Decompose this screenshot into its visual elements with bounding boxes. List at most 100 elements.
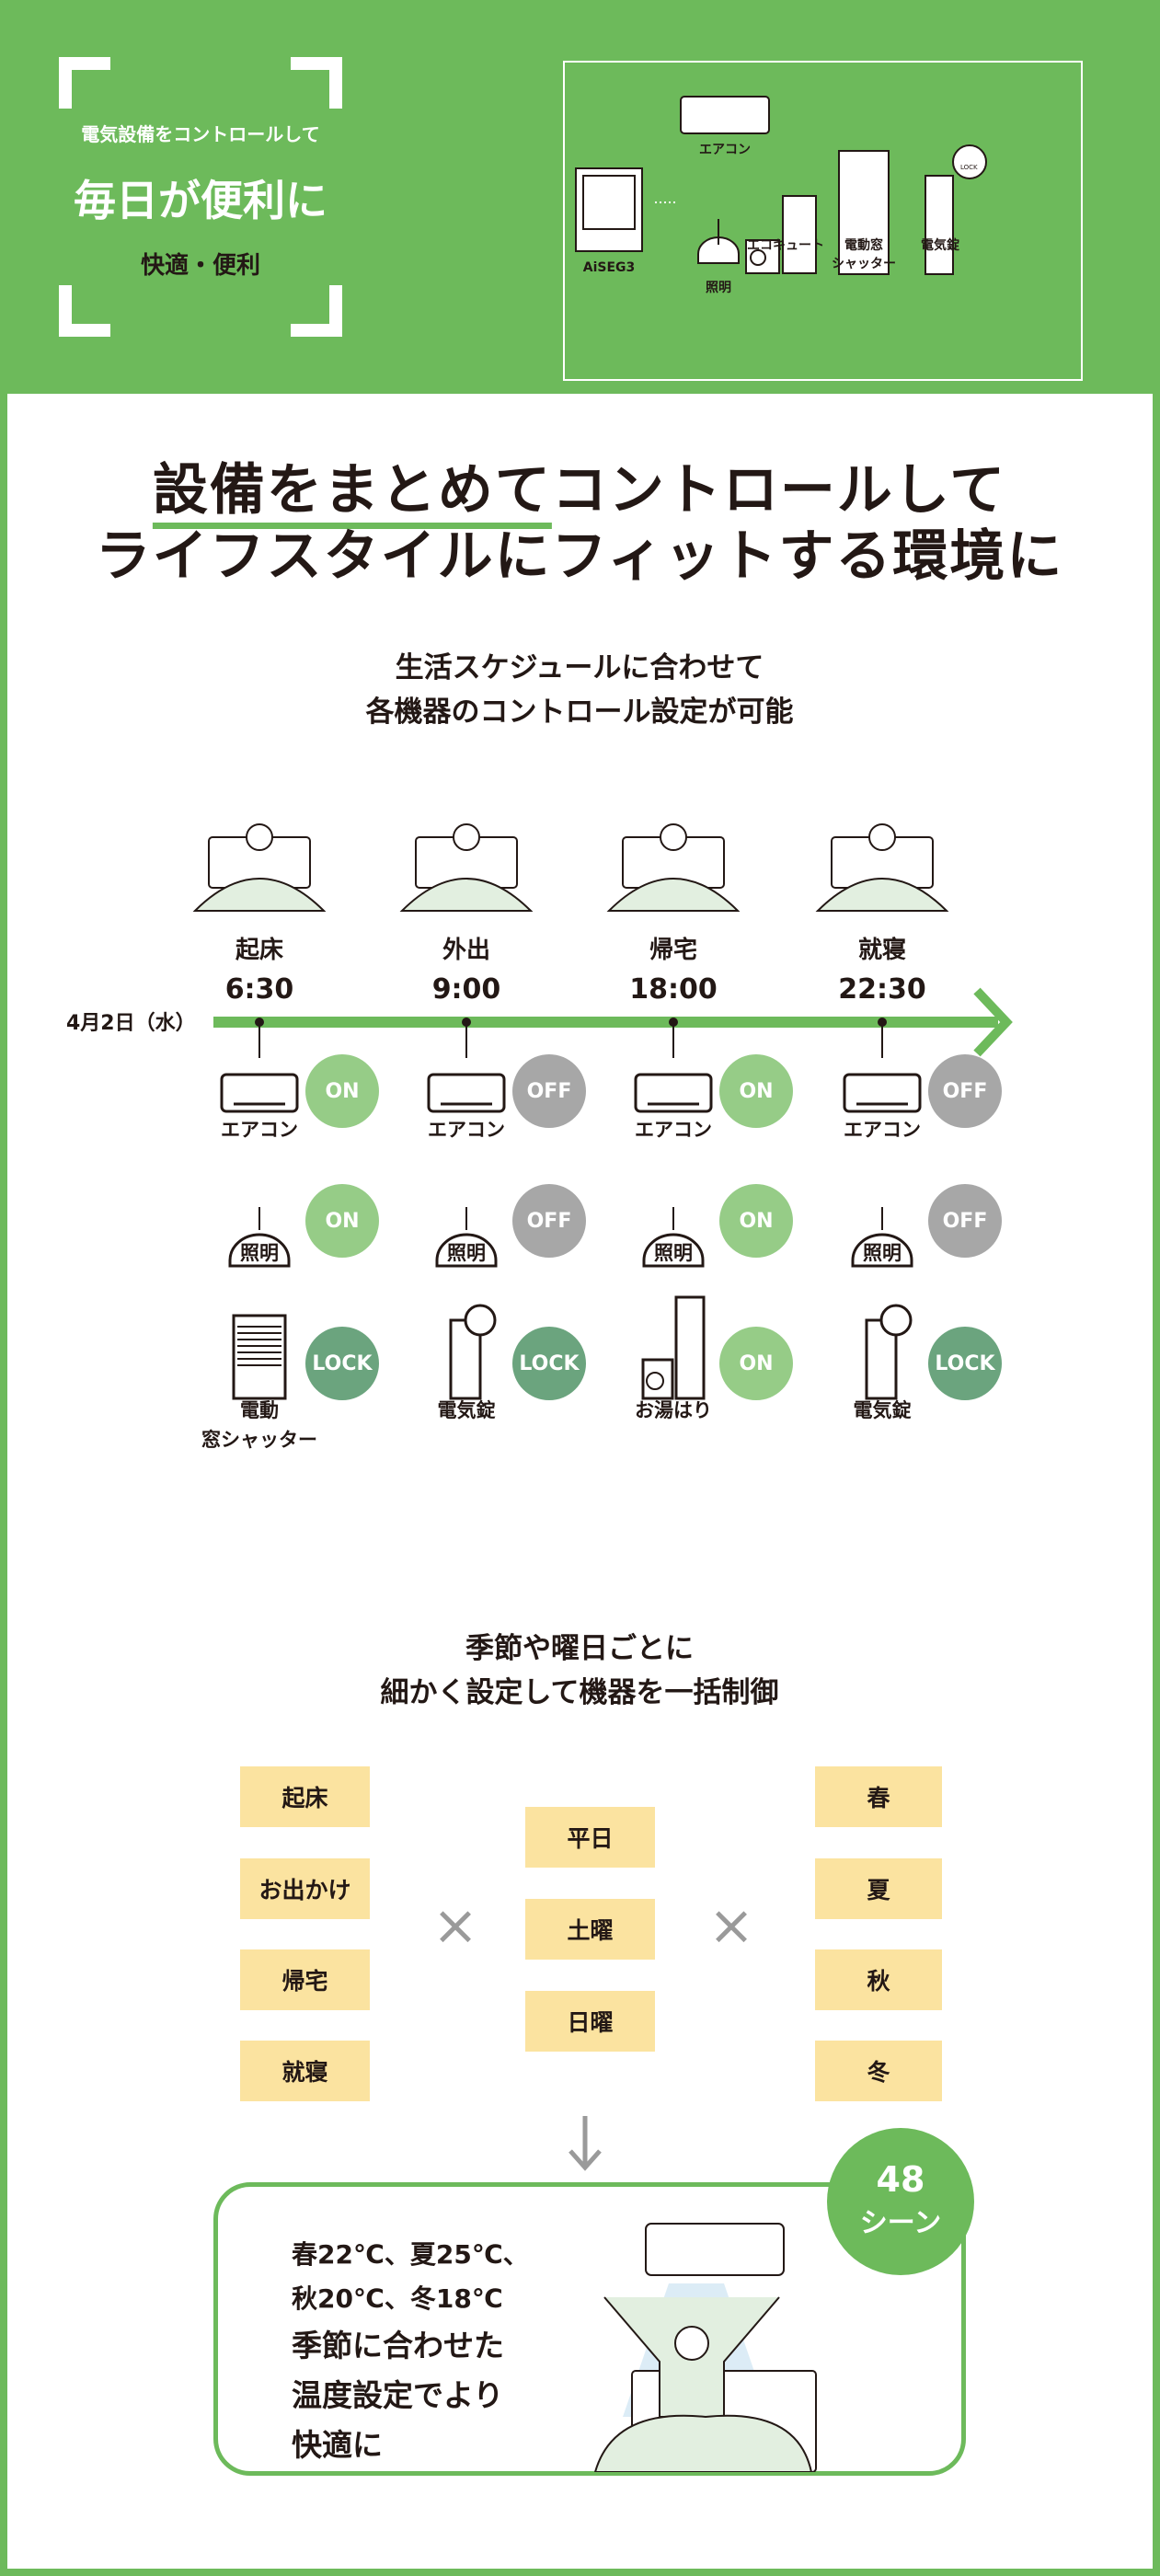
event-label: 起床 xyxy=(235,937,284,964)
state-badge-on: ON xyxy=(305,1184,379,1258)
aircon-person-illustration xyxy=(593,2223,817,2472)
lock-badge-text: LOCK xyxy=(960,164,978,171)
state-badge-on: ON xyxy=(719,1184,793,1258)
times-symbol: × xyxy=(707,1893,755,1958)
event-label: 就寝 xyxy=(857,937,907,964)
lock-icon xyxy=(464,1304,497,1337)
shutter-icon xyxy=(838,150,890,275)
subtitle-line2: 各機器のコントロール設定が可能 xyxy=(365,696,794,729)
device-label: エアコン xyxy=(428,1116,505,1145)
season-option: 夏 xyxy=(815,1858,942,1919)
device-name: 照明 xyxy=(447,1242,486,1264)
device-label-aiseg: AiSEG3 xyxy=(582,260,636,275)
light-icon xyxy=(642,1233,705,1268)
aircon-icon xyxy=(634,1073,713,1113)
shutter-label-2: シャッター xyxy=(832,256,896,271)
aircon-icon xyxy=(220,1073,299,1113)
device-name: エアコン xyxy=(428,1119,505,1141)
device-name-2: 窓シャッター xyxy=(201,1428,317,1451)
state-badge-on: ON xyxy=(305,1054,379,1128)
device-name: 電気錠 xyxy=(437,1399,496,1421)
bracket-corner xyxy=(291,285,342,337)
event-time: 6:30 xyxy=(224,973,294,1006)
device-label: エアコン xyxy=(635,1116,712,1145)
scene-count-unit: シーン xyxy=(859,2207,942,2239)
day-option: 日曜 xyxy=(525,1991,655,2052)
device-name: 照明 xyxy=(240,1242,279,1264)
shutter-icon xyxy=(232,1314,287,1400)
season-option: 秋 xyxy=(815,1949,942,2010)
season-option: 春 xyxy=(815,1766,942,1827)
light-icon xyxy=(697,236,740,264)
state-badge-off: OFF xyxy=(512,1054,586,1128)
device-label: 電気錠 xyxy=(854,1397,912,1426)
aircon-icon xyxy=(427,1073,506,1113)
page-title-line2: ライフスタイルにフィットする環境に xyxy=(95,524,1064,589)
result-line: 春22℃、夏25℃、 xyxy=(292,2239,529,2270)
timeline-graphics xyxy=(192,823,1013,1400)
device-name: エアコン xyxy=(221,1119,298,1141)
event-time: 9:00 xyxy=(431,973,501,1006)
lock-icon xyxy=(879,1304,913,1337)
lock-icon xyxy=(952,144,987,179)
light-icon xyxy=(228,1233,291,1268)
device-label-aircon: エアコン xyxy=(699,143,751,157)
result-line: 温度設定でより xyxy=(292,2377,504,2413)
header-headline: 毎日が便利に xyxy=(74,176,327,225)
event-illustration xyxy=(399,823,534,912)
bracket-corner xyxy=(59,285,110,337)
state-badge-lock: LOCK xyxy=(305,1327,379,1400)
timeline-date: 4月2日（水） xyxy=(66,1012,196,1035)
page-title-line1: 設備をまとめてコントロールして xyxy=(152,445,1007,529)
device-name: お湯はり xyxy=(635,1399,712,1421)
device-name: 照明 xyxy=(863,1242,902,1264)
state-badge-off: OFF xyxy=(512,1184,586,1258)
lock-door-icon xyxy=(925,175,954,275)
activity-option: お出かけ xyxy=(240,1858,370,1919)
ecocute-icon xyxy=(674,1295,706,1400)
shutter-label-1: 電動窓 xyxy=(844,238,883,253)
activity-option: 起床 xyxy=(240,1766,370,1827)
device-name: エアコン xyxy=(635,1119,712,1141)
device-label-lock: 電気錠 xyxy=(921,238,959,253)
event-time: 22:30 xyxy=(838,973,926,1006)
device-diagram: エアコン AiSEG3 照明 エコキュート 電動窓シャッター 電気錠 LOCK xyxy=(563,61,1083,381)
event-illustration xyxy=(192,823,327,912)
device-label: 電動窓シャッター xyxy=(201,1397,317,1455)
result-line: 季節に合わせた xyxy=(292,2328,504,2363)
event-label: 帰宅 xyxy=(649,937,698,964)
device-illustrations xyxy=(575,96,987,275)
header-tagline: 電気設備をコントロールして xyxy=(81,123,320,145)
device-label: 照明 xyxy=(240,1239,279,1269)
state-badge-lock: LOCK xyxy=(928,1327,1002,1400)
event-time: 18:00 xyxy=(629,973,718,1006)
title-highlight: 設備をまとめて xyxy=(152,458,552,529)
scene-count: 48 xyxy=(876,2159,925,2200)
day-option: 平日 xyxy=(525,1807,655,1868)
ecocute-icon xyxy=(782,195,817,274)
light-icon xyxy=(851,1233,913,1268)
event-illustration xyxy=(606,823,741,912)
light-icon xyxy=(435,1233,498,1268)
result-text: 春22℃、夏25℃、 秋20℃、冬18℃ 季節に合わせた 温度設定でより 快適に xyxy=(292,2233,529,2470)
aircon-icon xyxy=(843,1073,922,1113)
device-label: 電気錠 xyxy=(438,1397,496,1426)
device-label-ecocute: エコキュート xyxy=(747,238,824,253)
scene-count-badge: 48 シーン xyxy=(827,2128,974,2275)
event-label: 外出 xyxy=(442,937,491,964)
state-badge-lock: LOCK xyxy=(512,1327,586,1400)
device-name: 電動 xyxy=(240,1399,279,1421)
activity-option: 就寝 xyxy=(240,2041,370,2101)
state-badge-off: OFF xyxy=(928,1184,1002,1258)
down-arrow-icon xyxy=(569,2116,602,2171)
title-rest: コントロールして xyxy=(551,458,1007,523)
season-option: 冬 xyxy=(815,2041,942,2101)
aircon-icon xyxy=(680,96,770,134)
device-name: 電気錠 xyxy=(853,1399,912,1421)
result-line: 秋20℃、冬18℃ xyxy=(292,2283,503,2314)
device-label: エアコン xyxy=(221,1116,298,1145)
state-badge-on: ON xyxy=(719,1054,793,1128)
scenes-heading-line2: 細かく設定して機器を一括制御 xyxy=(380,1676,779,1709)
device-label-shutter: 電動窓シャッター xyxy=(832,237,896,273)
state-badge-off: OFF xyxy=(928,1054,1002,1128)
